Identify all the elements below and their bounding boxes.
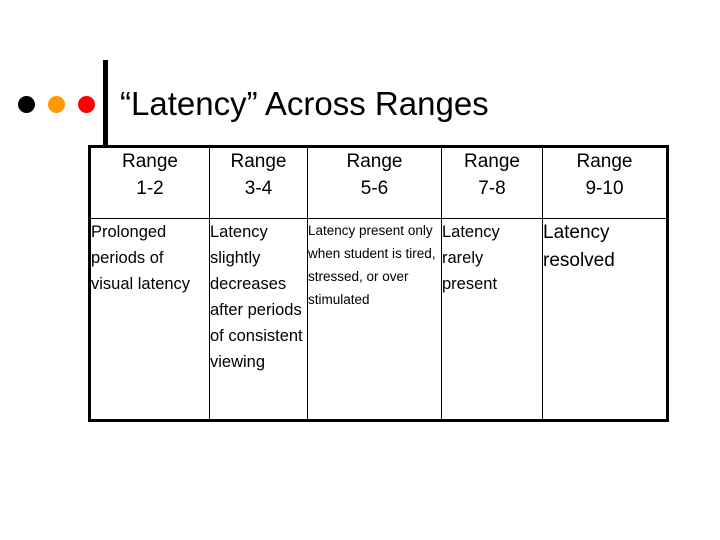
table-row: Prolonged periods of visual latency Late… [90, 218, 667, 420]
header-line-1: Range [230, 151, 287, 172]
table-cell-range-9-10: Latency resolved [542, 218, 667, 420]
table-cell-range-1-2: Prolonged periods of visual latency [90, 218, 210, 420]
page-title: “Latency” Across Ranges [120, 85, 489, 122]
header-line-2: 1-2 [136, 178, 164, 199]
table-cell-range-7-8: Latency rarely present [441, 218, 543, 420]
title-block: “Latency” Across Ranges [0, 30, 720, 148]
header-line-2: 9-10 [585, 178, 624, 199]
title-vertical-rule [103, 60, 108, 148]
table-header-row: Range 1-2 Range 3-4 Range 5-6 Range 7-8 … [90, 147, 667, 219]
bullet-dot-red-icon [78, 95, 95, 113]
bullet-dots-decoration [18, 60, 98, 148]
table-header-cell-range-1-2: Range 1-2 [90, 147, 210, 219]
table-header-cell-range-9-10: Range 9-10 [542, 147, 667, 219]
latency-ranges-table: Range 1-2 Range 3-4 Range 5-6 Range 7-8 … [88, 145, 669, 422]
header-line-1: Range [464, 151, 520, 172]
header-line-2: 7-8 [478, 178, 506, 199]
header-line-1: Range [122, 151, 178, 172]
bullet-dot-orange-icon [48, 95, 65, 113]
header-line-1: Range [576, 151, 633, 172]
table-cell-range-3-4: Latency slightly decreases after periods… [209, 218, 308, 420]
header-line-2: 3-4 [244, 178, 273, 199]
bullet-dot-black-icon [18, 95, 35, 113]
header-line-2: 5-6 [360, 178, 389, 199]
table-header-cell-range-5-6: Range 5-6 [307, 147, 442, 219]
header-line-1: Range [346, 151, 403, 172]
table-header-cell-range-3-4: Range 3-4 [209, 147, 308, 219]
table-header-cell-range-7-8: Range 7-8 [441, 147, 543, 219]
table-cell-range-5-6: Latency present only when student is tir… [307, 218, 442, 420]
